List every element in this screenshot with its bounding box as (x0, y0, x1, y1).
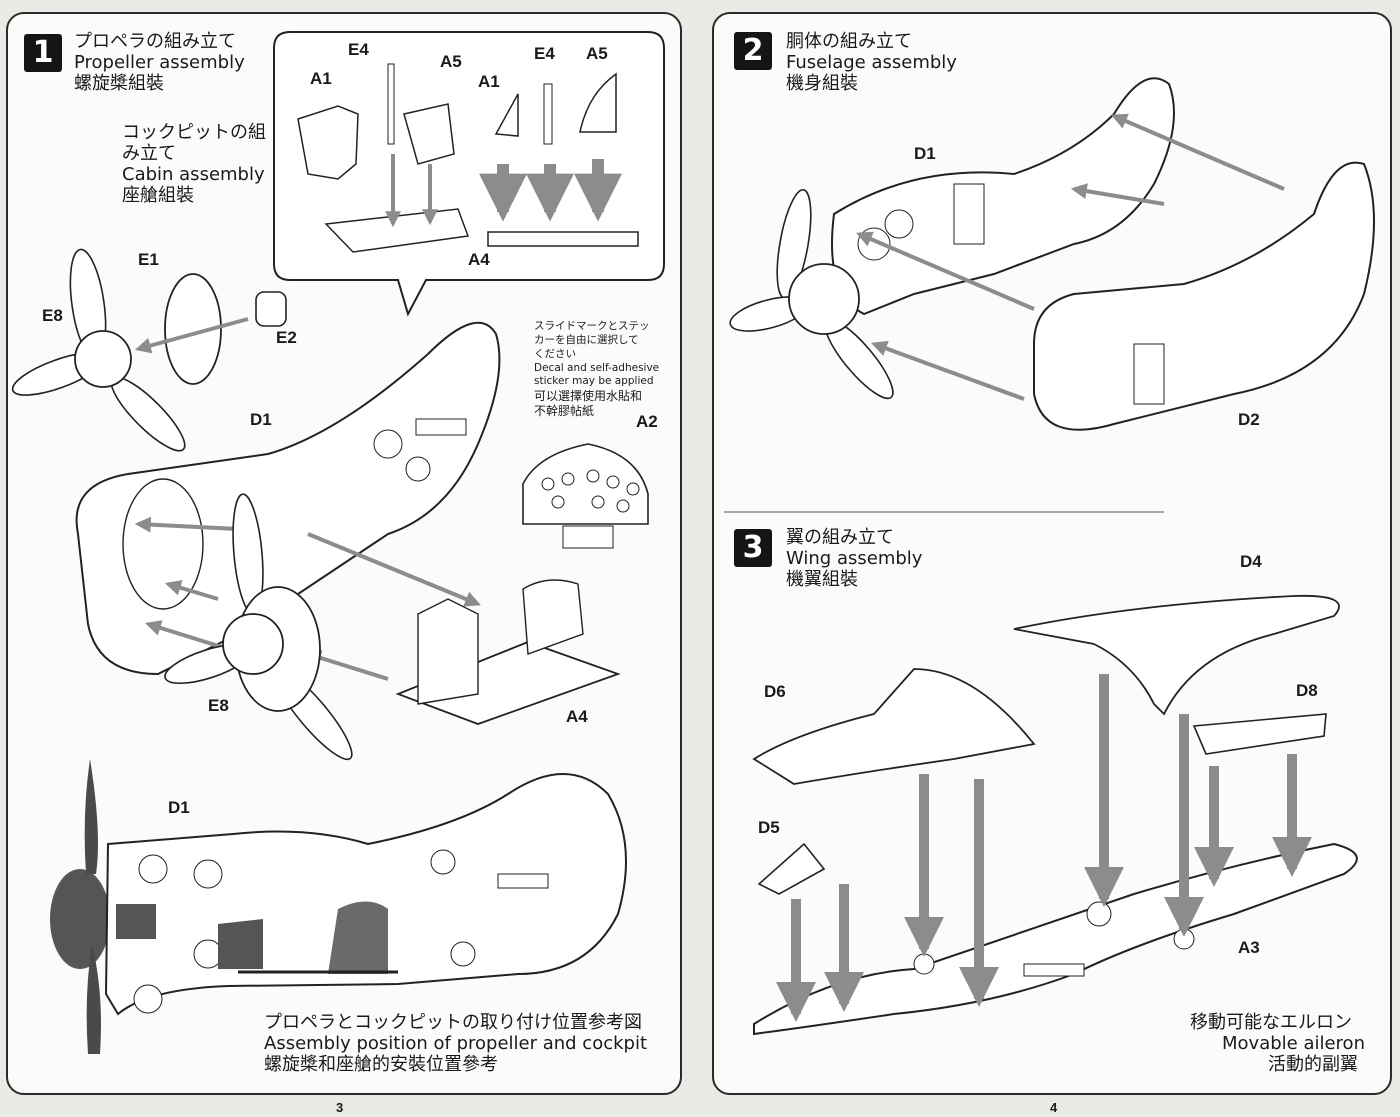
position-caption-en: Assembly position of propeller and cockp… (264, 1033, 648, 1054)
part-label-d1: D1 (250, 410, 272, 429)
part-label-d5: D5 (758, 818, 780, 837)
step2-title-en: Fuselage assembly (786, 52, 957, 73)
instruction-page-4: 2 胴体の組み立て Fuselage assembly 機身組裝 D1 D2 3… (712, 12, 1392, 1095)
part-label-d4: D4 (1240, 552, 1262, 571)
part-label-a1: A1 (310, 69, 332, 88)
step1-title-zh: 螺旋槳組裝 (74, 73, 164, 94)
instruction-page-3: 1 プロペラの組み立て Propeller assembly 螺旋槳組裝 コック… (6, 12, 682, 1095)
step-number-1: 1 (24, 34, 62, 72)
part-label-d2: D2 (1238, 410, 1260, 429)
step3-title-en: Wing assembly (786, 548, 923, 569)
page-3-drawings (11, 31, 665, 1054)
part-label-a3: A3 (1238, 938, 1260, 957)
part-label-e8-top: E8 (42, 306, 63, 325)
aileron-note-en: Movable aileron (1222, 1033, 1365, 1054)
part-label-d8: D8 (1296, 681, 1318, 700)
page-number-4: 4 (1050, 1100, 1058, 1115)
step3-title-ja: 翼の組み立て (786, 527, 894, 548)
part-label-a5: A5 (440, 52, 462, 71)
step3-title-zh: 機翼組裝 (786, 569, 858, 590)
aileron-note-ja: 移動可能なエルロン (1190, 1012, 1352, 1033)
decal-note-ja-2: カーを自由に選択して (534, 334, 639, 346)
position-caption-zh: 螺旋槳和座艙的安裝位置參考 (264, 1054, 498, 1075)
part-label-d1-bottom: D1 (168, 798, 190, 817)
decal-note-zh-2: 不幹膠帖紙 (534, 404, 595, 418)
step-number-3: 3 (734, 529, 772, 567)
decal-note-ja-3: ください (534, 348, 576, 360)
part-label-a1-side: A1 (478, 72, 500, 91)
part-label-e8: E8 (208, 696, 229, 715)
part-label-a4-inset: A4 (468, 250, 490, 269)
aileron-note-zh: 活動的副翼 (1268, 1054, 1358, 1075)
cabin-title-ja-1: コックピットの組 (122, 122, 266, 143)
decal-note-en-1: Decal and self-adhesive (534, 362, 660, 374)
decal-note-ja-1: スライドマークとステッ (534, 320, 650, 332)
cabin-title-zh: 座艙組裝 (122, 185, 194, 206)
part-label-d6: D6 (764, 682, 786, 701)
decal-note-zh-1: 可以選擇使用水貼和 (534, 389, 643, 403)
step1-title-en: Propeller assembly (74, 52, 245, 73)
step2-title-ja: 胴体の組み立て (786, 31, 912, 52)
decal-note-en-2: sticker may be applied (534, 375, 654, 387)
step2-title-zh: 機身組裝 (786, 73, 858, 94)
page-4-drawings (724, 77, 1375, 1036)
cabin-title-ja-2: み立て (122, 143, 176, 164)
part-label-e4: E4 (348, 40, 369, 59)
part-label-e1: E1 (138, 250, 159, 269)
step-number-2: 2 (734, 32, 772, 70)
part-label-a4: A4 (566, 707, 588, 726)
step1-title-ja: プロペラの組み立て (74, 31, 236, 52)
page-number-3: 3 (336, 1100, 344, 1115)
part-label-a2: A2 (636, 412, 658, 431)
part-label-e2: E2 (276, 328, 297, 347)
position-caption-ja: プロペラとコックピットの取り付け位置参考図 (264, 1012, 642, 1033)
part-label-d1-fuselage: D1 (914, 144, 936, 163)
cabin-title-en: Cabin assembly (122, 164, 265, 185)
part-label-a5-side: A5 (586, 44, 608, 63)
part-label-e4-side: E4 (534, 44, 555, 63)
